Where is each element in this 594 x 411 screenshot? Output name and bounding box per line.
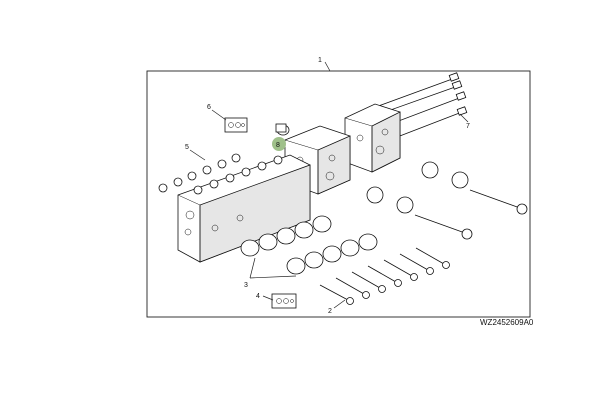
item-5-fittings[interactable] — [158, 153, 283, 195]
callout-5[interactable]: 5 — [185, 144, 189, 151]
end-plate[interactable] — [344, 103, 401, 173]
item-3-solenoid-coils[interactable] — [240, 215, 378, 275]
drawing-code: WZ2452609A0 — [480, 318, 534, 327]
main-valve-stack[interactable] — [177, 154, 311, 263]
right-side-coils[interactable] — [366, 161, 469, 214]
middle-section-block[interactable] — [284, 125, 351, 195]
callout-3[interactable]: 3 — [244, 282, 248, 289]
item-2-cartridge-valves[interactable] — [319, 247, 450, 305]
right-side-cartridges[interactable] — [414, 189, 528, 240]
item-8-fitting[interactable]: 8 — [272, 123, 290, 151]
diagram-frame — [146, 70, 531, 318]
item-4-seal-kit[interactable] — [271, 293, 297, 309]
callout-4[interactable]: 4 — [256, 293, 260, 300]
item-6-seal-kit[interactable] — [224, 117, 248, 133]
callout-8-highlight — [272, 137, 286, 151]
tie-bolts[interactable] — [361, 72, 468, 140]
callout-8[interactable]: 8 — [276, 142, 280, 149]
callout-7[interactable]: 7 — [466, 123, 470, 130]
callout-1[interactable]: 1 — [318, 57, 322, 64]
callout-6[interactable]: 6 — [207, 104, 211, 111]
callout-2[interactable]: 2 — [328, 308, 332, 315]
